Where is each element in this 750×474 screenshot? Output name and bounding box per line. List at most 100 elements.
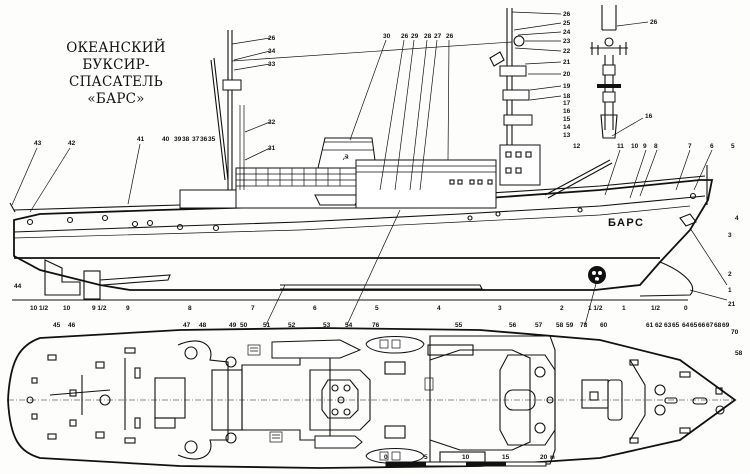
aft-deckhouse xyxy=(179,189,241,209)
scale-unit: м xyxy=(550,454,555,461)
callout: 5 xyxy=(731,143,735,150)
frame-tick: 10 1/2 xyxy=(30,305,48,312)
callout: 41 xyxy=(137,136,145,143)
frame-tick: 5 xyxy=(375,305,379,312)
bridge-plan xyxy=(499,354,556,446)
frame-scale-ticks: 10 1/2 10 9 1/2 9 8 7 6 5 4 3 2 1 1/2 1 … xyxy=(30,305,688,312)
callout: 38 xyxy=(182,136,190,143)
frame-tick: 3 xyxy=(498,305,502,312)
callout: 18 xyxy=(563,93,571,100)
callout: 6 xyxy=(710,143,714,150)
callout: 78 xyxy=(580,322,588,329)
callout: 65 xyxy=(672,322,680,329)
deck-crane xyxy=(544,159,613,199)
callout: 37 xyxy=(192,136,200,143)
callout: 55 xyxy=(455,322,463,329)
frame-tick: 10 xyxy=(63,305,71,312)
callout: 53 xyxy=(323,322,331,329)
callout: 44 xyxy=(14,283,22,290)
callout: 70 xyxy=(731,329,739,336)
lifeboat-aft xyxy=(314,194,361,206)
aft-deck-fittings xyxy=(26,347,141,444)
callout: 47 xyxy=(183,322,191,329)
callout: 10 xyxy=(631,143,639,150)
callout: 49 xyxy=(229,322,237,329)
callout: 50 xyxy=(240,322,248,329)
mast-stay xyxy=(231,41,513,62)
callout: 56 xyxy=(509,322,517,329)
callout: 4 xyxy=(735,215,739,222)
frame-tick: 4 xyxy=(437,305,441,312)
superstructure-windows xyxy=(449,179,493,185)
frame-tick: 9 1/2 xyxy=(92,305,107,312)
callout: 23 xyxy=(563,38,571,45)
callout: 29 xyxy=(411,33,419,40)
callout: 3 xyxy=(728,232,732,239)
callout: 26 xyxy=(268,35,276,42)
callout: 21 xyxy=(728,301,736,308)
title-line-1: ОКЕАНСКИЙ xyxy=(66,40,166,56)
frame-tick: 1 1/2 xyxy=(588,305,603,312)
towing-winch xyxy=(154,340,243,460)
callout: 16 xyxy=(563,108,571,115)
side-profile: БАРС ☭ xyxy=(9,5,714,301)
callout: 16 xyxy=(645,113,653,120)
foremast xyxy=(489,8,533,145)
funnel-emblem: ☭ xyxy=(342,153,349,162)
callout: 30 xyxy=(383,33,391,40)
callout: 67 xyxy=(706,322,714,329)
scale-tick: 20 xyxy=(540,454,548,461)
title-line-2: БУКСИР-СПАСАТЕЛЬ xyxy=(69,57,163,90)
callout: 58 xyxy=(735,350,743,357)
callout: 32 xyxy=(268,119,276,126)
lifeboat-plan-port xyxy=(271,339,362,359)
callout: 61 xyxy=(646,322,654,329)
callout: 42 xyxy=(68,140,76,147)
callout: 64 xyxy=(682,322,690,329)
main-superstructure xyxy=(355,159,497,209)
callout: 52 xyxy=(288,322,296,329)
callout: 40 xyxy=(162,136,170,143)
lifeboat-plan-stbd xyxy=(314,435,363,449)
leader-lines xyxy=(11,11,728,326)
callout: 76 xyxy=(372,322,380,329)
callout: 13 xyxy=(563,132,571,139)
callout: 39 xyxy=(174,136,182,143)
callout: 68 xyxy=(714,322,722,329)
callout: 7 xyxy=(688,143,692,150)
front-view-mast xyxy=(590,5,628,139)
scale-tick: 0 xyxy=(384,454,388,461)
callout: 59 xyxy=(566,322,574,329)
callout: 65 xyxy=(690,322,698,329)
callout: 33 xyxy=(268,61,276,68)
rub-strake xyxy=(13,205,691,239)
frame-tick: 2 xyxy=(560,305,564,312)
callout: 57 xyxy=(535,322,543,329)
callout: 25 xyxy=(563,20,571,27)
forecastle-fittings xyxy=(581,359,725,444)
portholes xyxy=(26,192,697,232)
profile-callouts: 43 42 41 40 39 38 37 36 35 44 46 26 34 3… xyxy=(14,11,739,329)
callout: 9 xyxy=(643,143,647,150)
plan-callouts: 45 47 48 49 50 52 53 76 55 56 57 58 59 7… xyxy=(53,322,743,357)
bilge-keel xyxy=(280,284,483,290)
flagstaff-stern xyxy=(9,202,16,213)
callout: 21 xyxy=(563,59,571,66)
length-scale-bar: 0 5 10 15 20 м xyxy=(384,454,555,467)
callout: 17 xyxy=(563,100,571,107)
callout: 24 xyxy=(563,29,571,36)
frame-tick: 1/2 xyxy=(651,305,660,312)
scale-tick: 5 xyxy=(424,454,428,461)
ladders xyxy=(247,344,434,443)
frame-tick: 9 xyxy=(126,305,130,312)
deck-plan xyxy=(7,327,737,469)
callout: 45 xyxy=(53,322,61,329)
shaft-bracket xyxy=(99,274,171,286)
callout: 11 xyxy=(617,143,624,150)
callout: 26 xyxy=(446,33,454,40)
frame-tick: 6 xyxy=(313,305,317,312)
callout: 27 xyxy=(434,33,442,40)
callout: 54 xyxy=(345,322,353,329)
